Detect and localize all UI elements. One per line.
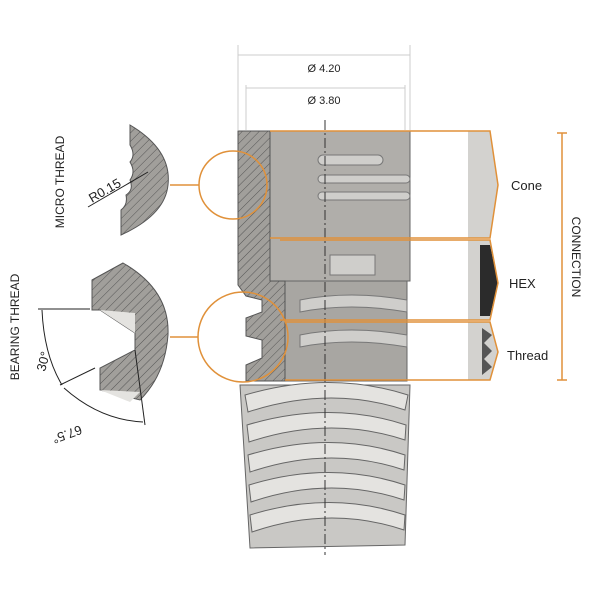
- cone-label: Cone: [511, 178, 542, 193]
- micro-thread-detail: R0.15 MICRO THREAD: [53, 124, 169, 236]
- bearing-angle-67: 67.5°: [50, 422, 84, 447]
- micro-thread-radius: R0.15: [86, 175, 124, 205]
- outer-diameter-label: Ø 4.20: [307, 63, 340, 75]
- connection-callouts: [170, 130, 567, 383]
- dimension-inner: Ø 3.80: [245, 85, 406, 130]
- dimension-outer: Ø 4.20: [237, 45, 411, 130]
- bearing-thread-title: BEARING THREAD: [8, 273, 22, 380]
- bearing-angle-30: 30°: [33, 350, 53, 373]
- thread-label: Thread: [507, 348, 548, 363]
- inner-diameter-label: Ø 3.80: [307, 95, 340, 107]
- bearing-thread-detail: 30° 67.5° BEARING THREAD: [8, 262, 169, 447]
- implant-body: [237, 120, 411, 555]
- connection-title: CONNECTION: [569, 217, 583, 298]
- micro-thread-title: MICRO THREAD: [53, 135, 67, 228]
- hex-label: HEX: [509, 276, 536, 291]
